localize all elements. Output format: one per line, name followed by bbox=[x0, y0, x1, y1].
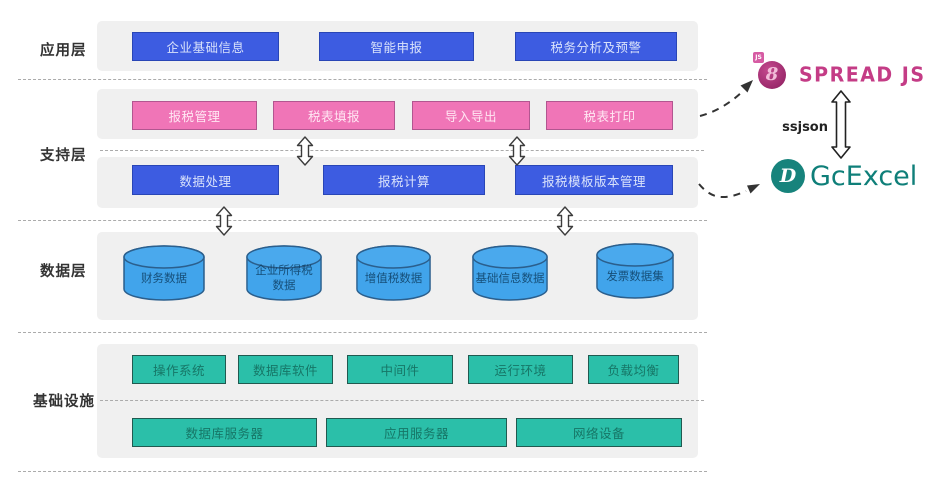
infra-node: 数据库软件 bbox=[238, 355, 333, 384]
infra-node: 网络设备 bbox=[516, 418, 682, 447]
separator-line bbox=[18, 220, 707, 221]
ssjson-label: ssjson bbox=[782, 120, 828, 135]
app-node: 税务分析及预警 bbox=[515, 32, 677, 61]
cylinder-label: 增值税数据 bbox=[364, 270, 423, 285]
cylinder-label: 基础信息数据 bbox=[475, 270, 545, 285]
dashed-connector-to-spreadjs bbox=[699, 80, 753, 117]
separator-line bbox=[18, 79, 707, 80]
app-node: 企业基础信息 bbox=[132, 32, 279, 61]
cylinder-label: 企业所得税 数据 bbox=[255, 263, 313, 292]
support-node: 数据处理 bbox=[132, 165, 279, 195]
app-node: 智能申报 bbox=[319, 32, 474, 61]
double-arrow-icon bbox=[508, 136, 526, 166]
double-arrow-icon bbox=[215, 206, 233, 236]
gcexcel-wordmark: GcExcel bbox=[810, 161, 918, 192]
double-arrow-icon bbox=[556, 206, 574, 236]
support-node: 报税计算 bbox=[323, 165, 485, 195]
layer-label-application: 应用层 bbox=[40, 43, 87, 59]
spreadjs-monogram: 8 bbox=[765, 64, 779, 85]
infra-divider-line bbox=[100, 400, 704, 401]
layer-label-data: 数据层 bbox=[40, 264, 87, 280]
support-node: 导入导出 bbox=[412, 101, 530, 130]
gcexcel-monogram: D bbox=[779, 164, 797, 187]
database-cylinder-icon: 企业所得税 数据 bbox=[246, 245, 322, 301]
database-cylinder-icon: 基础信息数据 bbox=[472, 245, 548, 301]
database-cylinder-icon: 发票数据集 bbox=[596, 243, 674, 299]
cylinder-label: 发票数据集 bbox=[606, 268, 664, 283]
support-node: 报税管理 bbox=[132, 101, 257, 130]
infra-node: 中间件 bbox=[347, 355, 453, 384]
database-cylinder-icon: 增值税数据 bbox=[356, 245, 431, 301]
layer-label-infrastructure: 基础设施 bbox=[33, 394, 95, 410]
double-arrow-icon bbox=[296, 136, 314, 166]
separator-line bbox=[18, 332, 707, 333]
support-node: 税表打印 bbox=[546, 101, 673, 130]
gcexcel-logo-icon: D bbox=[771, 159, 805, 193]
spreadjs-js-badge: JS bbox=[753, 52, 764, 63]
support-node: 税表填报 bbox=[273, 101, 395, 130]
support-divider-line bbox=[100, 150, 704, 151]
ssjson-exchange-arrow-icon bbox=[831, 90, 851, 159]
infra-node: 负载均衡 bbox=[588, 355, 679, 384]
layer-label-support: 支持层 bbox=[40, 148, 87, 164]
dashed-connector-to-gcexcel bbox=[698, 183, 760, 199]
separator-line bbox=[18, 471, 707, 472]
infra-node: 操作系统 bbox=[132, 355, 226, 384]
database-cylinder-icon: 财务数据 bbox=[123, 245, 205, 301]
support-node: 报税模板版本管理 bbox=[515, 165, 673, 195]
spreadjs-wordmark: SPREAD JS bbox=[799, 63, 926, 87]
spreadjs-logo-icon: 8 bbox=[758, 61, 786, 89]
cylinder-label: 财务数据 bbox=[141, 270, 187, 285]
infra-node: 应用服务器 bbox=[326, 418, 507, 447]
infra-node: 运行环境 bbox=[468, 355, 573, 384]
infra-node: 数据库服务器 bbox=[132, 418, 317, 447]
